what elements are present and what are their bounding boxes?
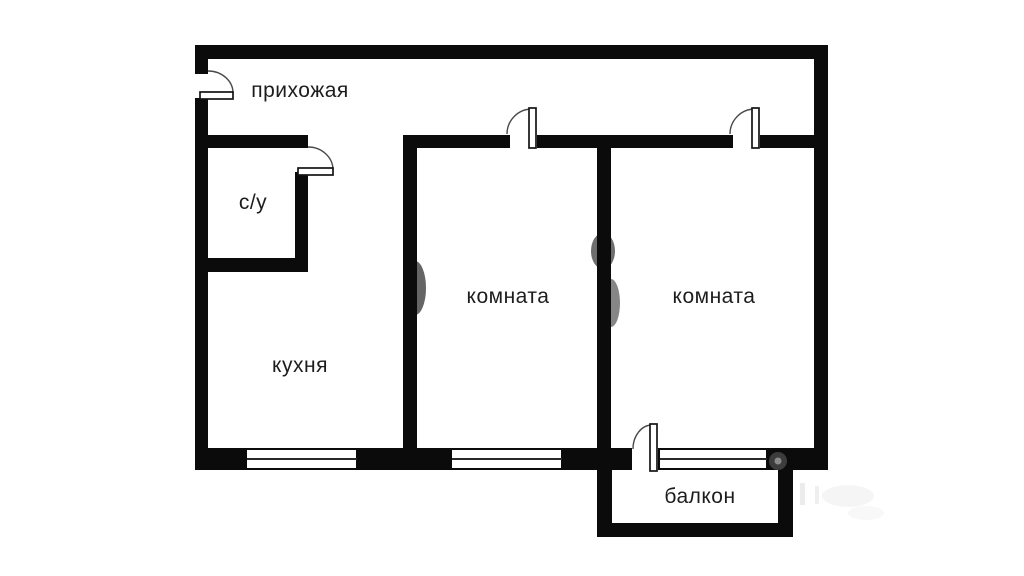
room2-door-leaf <box>751 107 760 149</box>
entry-door <box>199 70 234 100</box>
wall-outer-top <box>195 45 828 59</box>
window-pane-line <box>246 458 357 460</box>
room-label-kitchen: кухня <box>272 354 328 377</box>
wall-bathroom-bottom <box>195 258 308 272</box>
wall-outer-left-lower <box>195 98 208 470</box>
wall-bottom-segment <box>195 448 245 470</box>
watermark-smudge <box>815 486 819 504</box>
window-pane-line <box>659 458 767 460</box>
watermark-circle-center <box>774 457 782 465</box>
room-label-hallway: прихожая <box>251 79 349 102</box>
room-label-room1: комната <box>466 285 550 308</box>
balcony-door-leaf <box>649 423 658 472</box>
wall-outer-right <box>814 45 828 470</box>
room1-door <box>506 107 537 149</box>
wall-kitchen-room1 <box>403 135 417 470</box>
wall-balcony-bottom <box>597 523 793 537</box>
wall-balcony-left <box>597 470 612 537</box>
room2-door-arc <box>729 108 756 135</box>
room-label-room2: комната <box>672 285 756 308</box>
bathroom-door-arc <box>307 146 334 171</box>
room1-door-arc <box>506 108 533 135</box>
balcony-door-arc <box>632 424 653 450</box>
room-label-balcony: балкон <box>664 485 736 508</box>
watermark-smudge <box>800 483 805 505</box>
watermark-smudge <box>822 485 874 507</box>
room2-door <box>729 107 760 149</box>
balcony-door <box>632 423 658 472</box>
wall-outer-left-upper <box>195 45 208 74</box>
room2-balcony-window <box>658 448 768 470</box>
bathroom-door-leaf <box>297 167 334 176</box>
kitchen-window <box>245 448 358 470</box>
entry-door-arc <box>207 70 234 94</box>
watermark-smudge <box>848 506 884 520</box>
bathroom-door <box>297 146 334 176</box>
room-label-bathroom: с/у <box>238 191 268 214</box>
wall-balcony-right <box>778 470 793 537</box>
wall-room1-room2 <box>597 135 611 470</box>
window-pane-line <box>451 458 562 460</box>
room1-door-leaf <box>528 107 537 149</box>
wall-hallway-segment <box>537 135 733 148</box>
entry-door-leaf <box>199 91 234 100</box>
wall-bathroom-right <box>295 172 308 272</box>
wall-hallway-segment <box>760 135 828 148</box>
room1-window <box>450 448 563 470</box>
wall-hallway-segment <box>403 135 510 148</box>
wall-bathroom-top <box>195 135 308 148</box>
